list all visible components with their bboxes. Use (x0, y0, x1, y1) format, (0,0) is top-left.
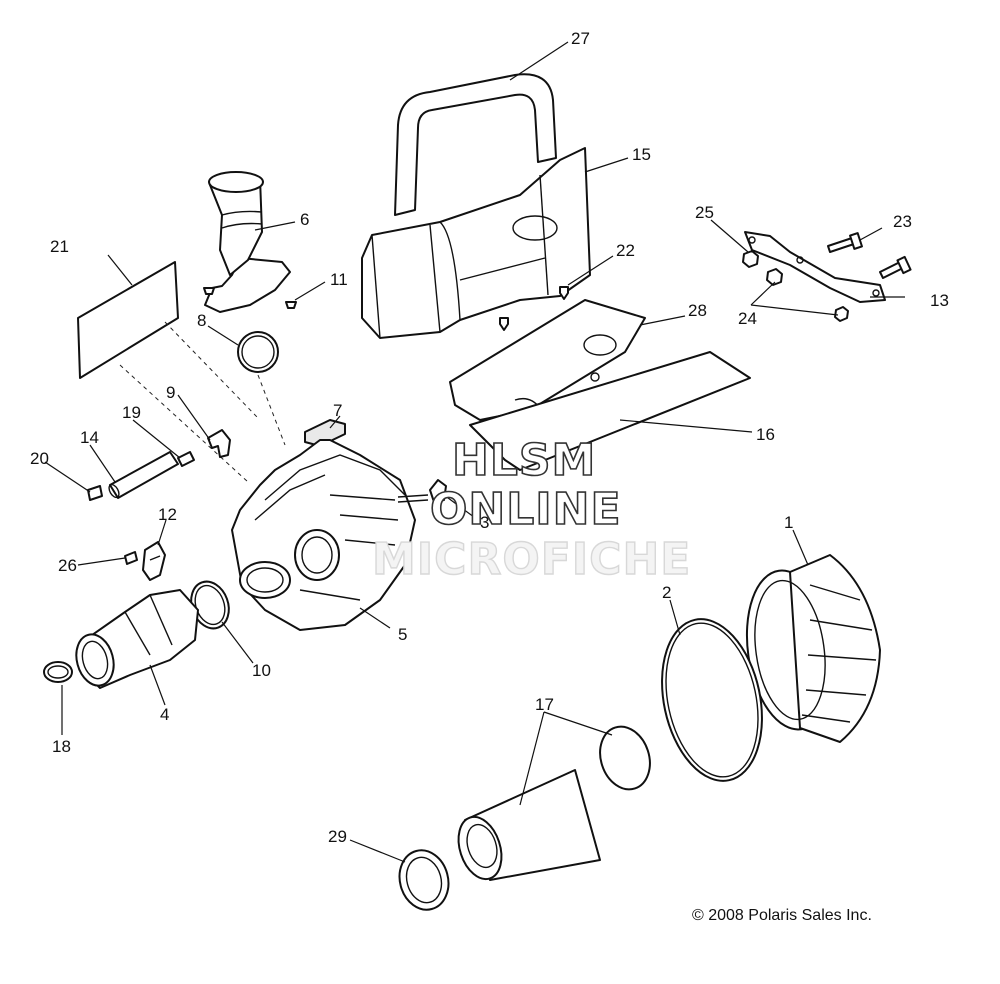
watermark-line-3: MICROFICHE (372, 534, 691, 585)
part-8-o-ring (237, 331, 279, 373)
part-13-bracket (744, 231, 886, 303)
part-26-screw (124, 551, 138, 565)
callout-19: 19 (122, 403, 141, 422)
part-17-filter (457, 725, 651, 881)
part-22-rivets (499, 286, 569, 331)
part-3-clip (397, 479, 447, 503)
callout-3: 3 (480, 513, 489, 532)
callout-24: 24 (738, 309, 757, 328)
part-29-ring (398, 849, 450, 911)
part-4-intake-boot (75, 589, 199, 689)
callout-16: 16 (756, 425, 775, 444)
callout-11: 11 (330, 270, 348, 289)
part-9-elbow (207, 429, 231, 458)
part-7-foam-block (304, 419, 346, 447)
part-27-handle (394, 73, 557, 216)
callout-12: 12 (158, 505, 177, 524)
part-5-airbox (231, 439, 416, 631)
callout-10: 10 (252, 661, 271, 680)
callout-14: 14 (80, 428, 99, 447)
watermark: HLSM ONLINE MICROFICHE (371, 434, 691, 586)
part-28-foam-seal-upper (449, 299, 646, 421)
part-2-large-o-ring (661, 618, 763, 782)
part-14-hose (108, 451, 179, 499)
assembly-line-a (164, 321, 259, 419)
callout-15: 15 (632, 145, 651, 164)
part-16-foam-seal-lower (469, 351, 751, 471)
part-19-clamp (177, 451, 195, 467)
callout-26: 26 (58, 556, 77, 575)
callout-6: 6 (300, 210, 309, 229)
callout-27: 27 (571, 29, 590, 48)
part-20-clamp (87, 485, 103, 501)
watermark-line-1: HLSM (452, 435, 596, 486)
callout-25: 25 (695, 203, 714, 222)
callout-numbers: 27 15 6 21 11 8 22 25 23 13 24 28 16 7 9… (30, 29, 949, 846)
part-6-intake-tube (204, 171, 291, 313)
leader-lines (44, 41, 905, 863)
part-11-screws (203, 287, 297, 309)
part-24-nuts (766, 268, 849, 322)
callout-9: 9 (166, 383, 175, 402)
part-23-bolts (827, 232, 912, 279)
part-18-clamp (43, 661, 73, 683)
part-25-nut (742, 250, 759, 268)
callout-23: 23 (893, 212, 912, 231)
callout-18: 18 (52, 737, 71, 756)
watermark-line-2: ONLINE (430, 484, 622, 535)
callout-20: 20 (30, 449, 49, 468)
callout-21: 21 (50, 237, 69, 256)
callout-2: 2 (662, 583, 671, 602)
part-15-cover (361, 147, 591, 339)
copyright: © 2008 Polaris Sales Inc. (692, 907, 872, 924)
callout-13: 13 (930, 291, 949, 310)
assembly-line-b (119, 364, 249, 483)
callout-1: 1 (784, 513, 793, 532)
callout-7: 7 (333, 401, 342, 420)
callout-4: 4 (160, 705, 169, 724)
callout-22: 22 (616, 241, 635, 260)
part-1-filter-cover (745, 554, 881, 743)
callout-5: 5 (398, 625, 407, 644)
callout-17: 17 (535, 695, 554, 714)
part-21-decal (77, 261, 179, 379)
callout-29: 29 (328, 827, 347, 846)
part-12-sensor (142, 541, 166, 581)
callout-28: 28 (688, 301, 707, 320)
assembly-line-c (257, 374, 286, 446)
callout-8: 8 (197, 311, 206, 330)
